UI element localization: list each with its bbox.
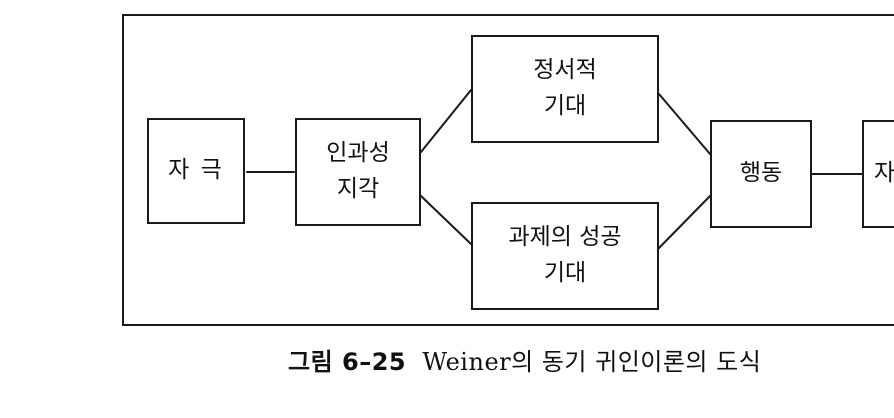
diagram-frame <box>122 14 894 326</box>
node-next-partial-label: 자 <box>874 160 894 187</box>
node-task-success-expectation-line-1: 과제의 성공 <box>508 224 622 251</box>
node-causal-perception-line-2: 지각 <box>336 176 380 202</box>
figure-caption-text: Weiner의 동기 귀인이론의 도식 <box>422 348 762 376</box>
connector-task-behavior <box>658 195 711 249</box>
node-emotional-expectation: 정서적 기대 <box>471 35 659 143</box>
node-emotional-expectation-line-2: 기대 <box>543 93 587 119</box>
node-emotional-expectation-line-1: 정서적 <box>533 57 597 84</box>
node-behavior: 행동 <box>710 120 812 228</box>
node-causal-perception-line-1: 인과성 <box>326 140 390 167</box>
node-task-success-expectation: 과제의 성공 기대 <box>471 202 659 310</box>
node-stimulus: 자 극 <box>147 118 245 224</box>
node-task-success-expectation-line-2: 기대 <box>543 260 587 286</box>
connector-emotional-behavior <box>658 93 711 155</box>
connector-causal-emotional <box>420 89 472 153</box>
node-behavior-label: 행동 <box>739 160 783 187</box>
connector-causal-task <box>420 195 472 245</box>
node-causal-perception: 인과성 지각 <box>295 118 421 226</box>
figure-label: 그림 6–25 <box>288 348 407 376</box>
node-stimulus-label: 자 극 <box>168 157 224 184</box>
node-next-partial: 자 <box>862 120 894 228</box>
figure-caption: 그림 6–25 Weiner의 동기 귀인이론의 도식 <box>288 342 761 377</box>
